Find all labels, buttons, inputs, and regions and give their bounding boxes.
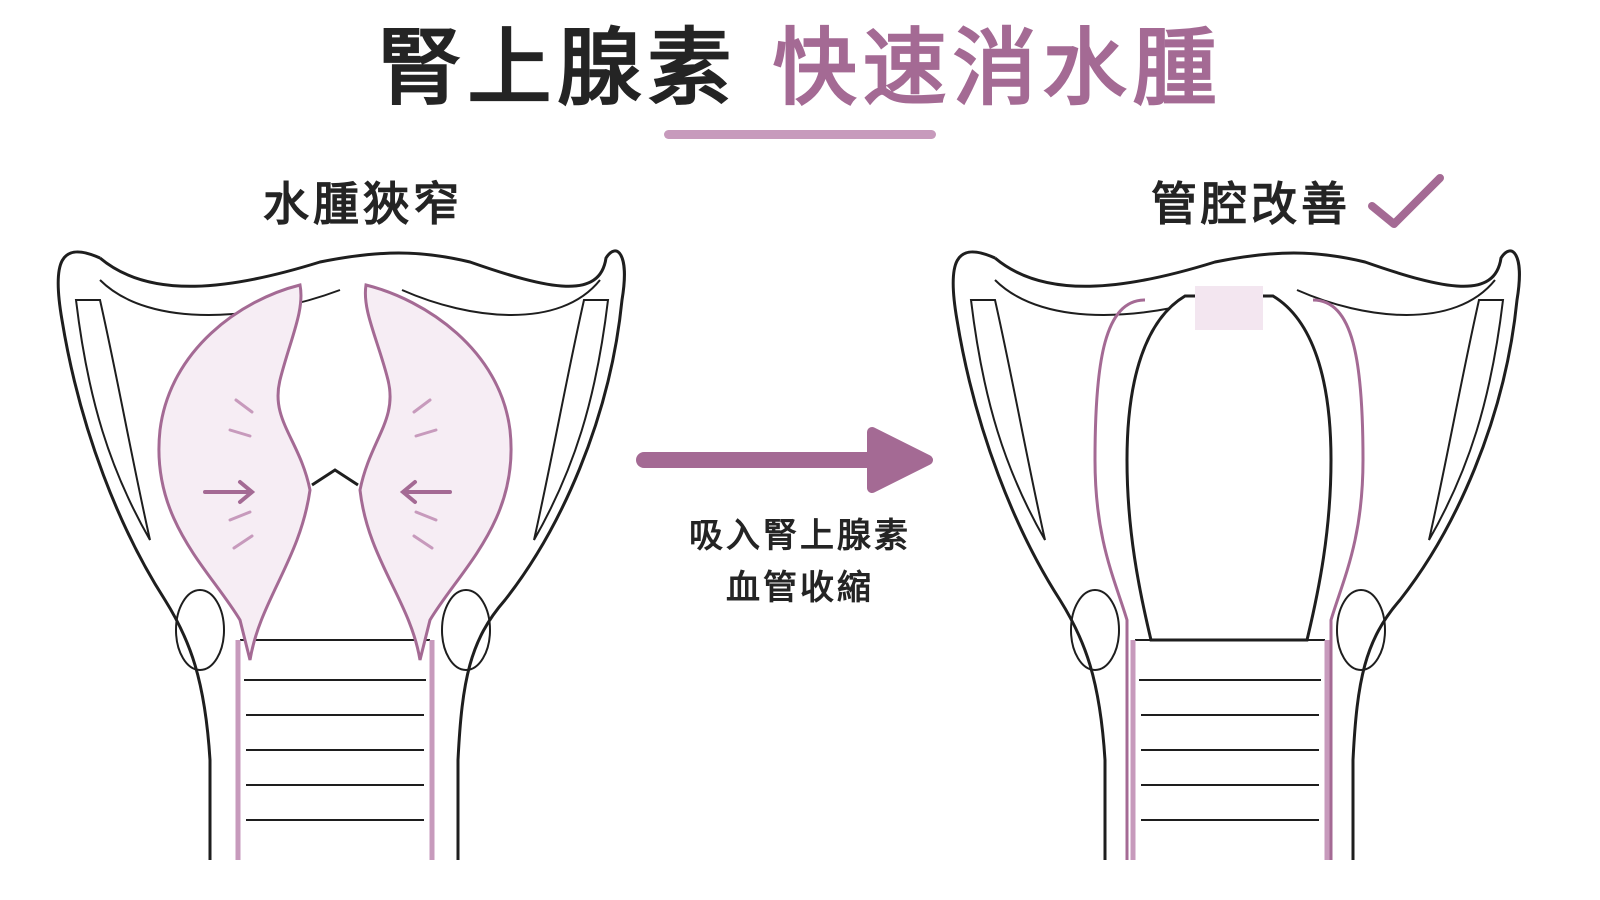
title-part-1: 腎上腺素 [377, 19, 738, 117]
swollen-airway [58, 251, 624, 860]
before-label: 水腫狹窄 [263, 177, 463, 231]
title-underline [664, 130, 936, 139]
check-icon [1368, 174, 1444, 228]
action-line-2: 血管收縮 [726, 568, 874, 608]
page-title: 腎上腺素 快速消水腫 [0, 18, 1600, 118]
title-part-2: 快速消水腫 [772, 19, 1223, 117]
right-arrow-icon [636, 427, 933, 493]
action-caption: 吸入腎上腺素 血管收縮 [640, 510, 960, 614]
action-line-1: 吸入腎上腺素 [689, 516, 911, 556]
after-label: 管腔改善 [1151, 177, 1351, 231]
improved-airway [953, 251, 1519, 860]
